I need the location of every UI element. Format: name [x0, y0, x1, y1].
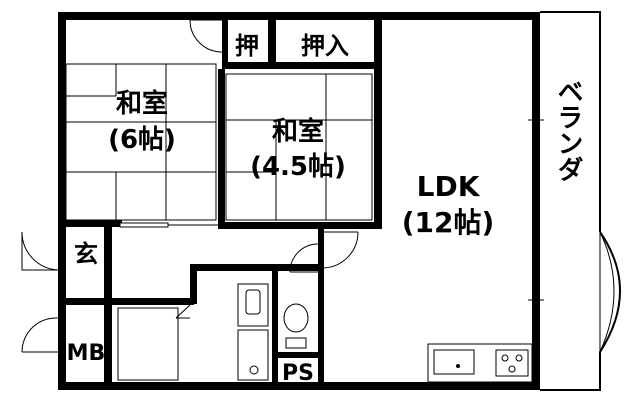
- closet-wall-mid: [268, 12, 276, 69]
- room-label-veranda: ベランダ: [553, 78, 583, 182]
- room-size-ldk: (12帖): [402, 206, 495, 239]
- bath-top-wall: [190, 264, 322, 271]
- ps-top-wall: [272, 352, 324, 358]
- stove: [495, 349, 529, 377]
- fusuma-rail: [119, 222, 169, 228]
- outer-wall-right: [532, 12, 540, 390]
- closet-wall-left: [222, 12, 228, 69]
- washitsu45-bottom-wall: [218, 222, 382, 229]
- room-label-ps: PS: [282, 361, 314, 386]
- tatami-45-outline: [225, 73, 373, 221]
- bathtub: [117, 307, 179, 381]
- toilet-left-wall: [272, 264, 278, 384]
- mb-door-arc: [21, 317, 59, 353]
- washitsu6-bottom-wall: [58, 220, 122, 227]
- mb-left-jamb: [58, 302, 66, 390]
- ldk-door-arc: [321, 231, 359, 269]
- genkan-right-wall: [104, 227, 112, 305]
- washing-machine: [237, 329, 269, 381]
- outer-wall-bottom: [58, 382, 540, 390]
- closet-wall-bottom: [222, 62, 380, 69]
- washbasin: [237, 283, 269, 327]
- veranda-bay: [599, 231, 615, 353]
- room-size-washitsu-6: (6帖): [108, 125, 176, 155]
- bath-left-wall: [190, 264, 197, 304]
- toilet-tank: [285, 337, 307, 349]
- genkan-door-arc: [21, 231, 59, 271]
- washitsu-divider-wall: [218, 69, 225, 226]
- kitchen-counter: [427, 343, 533, 383]
- room-label-washitsu-6: 和室: [116, 88, 168, 119]
- room-label-mb: MB: [67, 341, 106, 366]
- toilet-door-arc: [289, 243, 319, 273]
- room-label-genkan: 玄: [74, 240, 98, 268]
- mb-right-wall: [104, 305, 112, 390]
- toilet-right-wall: [318, 228, 324, 384]
- room-label-ldk: LDK: [417, 170, 481, 203]
- closet-door-arc: [189, 19, 223, 53]
- outer-wall-left: [58, 12, 66, 390]
- toilet-bowl: [283, 303, 309, 333]
- corridor-bottom-wall: [58, 298, 194, 305]
- room-label-washitsu-45: 和室: [272, 116, 324, 147]
- veranda-outline: [540, 11, 621, 391]
- closet-wall-right: [374, 12, 382, 72]
- kitchen-sink: [433, 349, 475, 375]
- room-size-washitsu-45: (4.5帖): [250, 152, 346, 182]
- room-label-oshi: 押: [235, 32, 259, 60]
- room-label-oshiire: 押入: [301, 32, 349, 60]
- outer-wall-top: [58, 12, 540, 20]
- washitsu-ldk-wall: [374, 69, 382, 229]
